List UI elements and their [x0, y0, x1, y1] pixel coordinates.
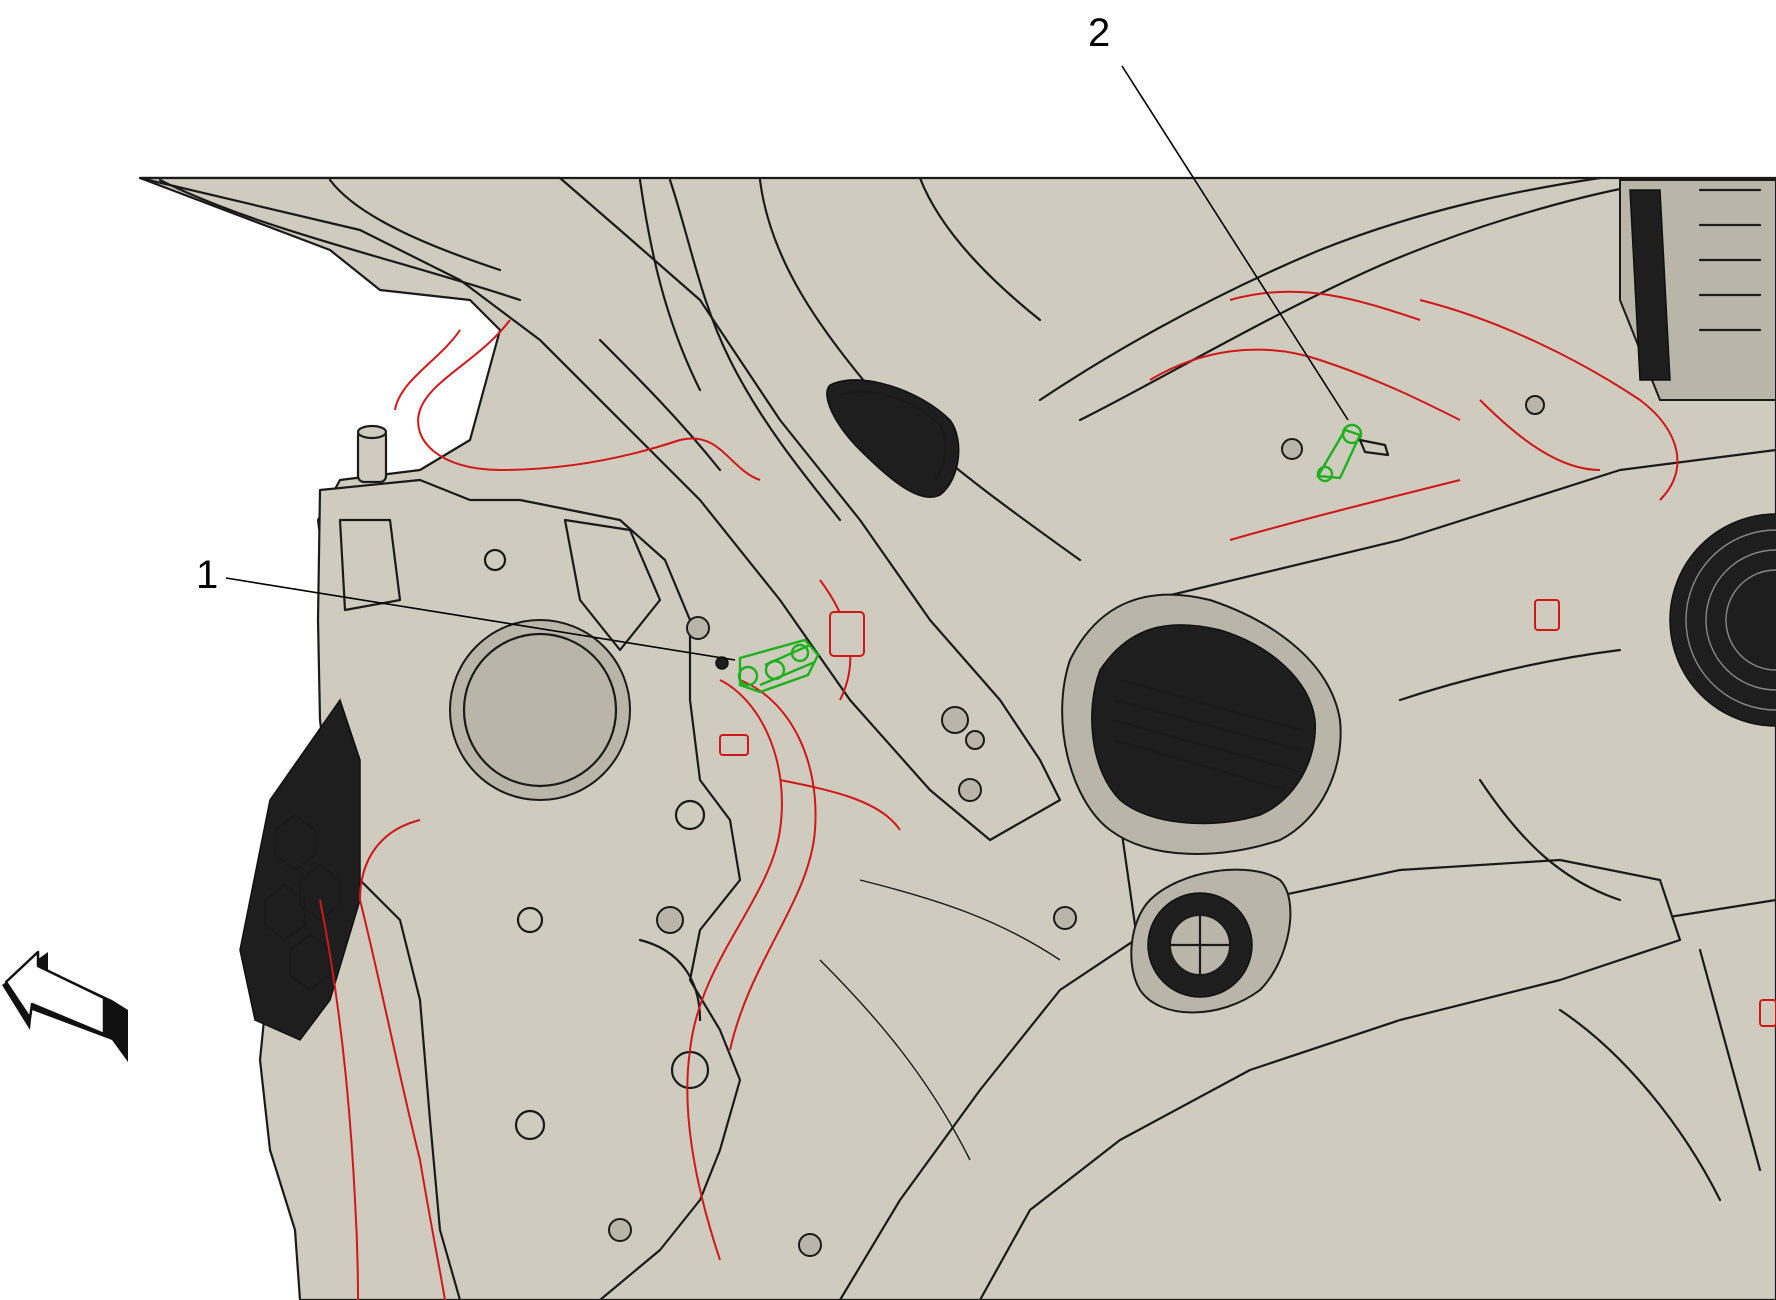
callout-2-leader	[1121, 65, 1349, 421]
callout-1-label: 1	[196, 553, 218, 597]
center-air-vent	[1061, 593, 1342, 855]
upper-right-ducts	[1619, 179, 1776, 401]
highlighted-part-2	[1316, 423, 1390, 483]
view-direction-arrow-icon	[2, 950, 128, 1062]
right-round-vent	[1669, 513, 1776, 727]
mounting-stud	[356, 424, 388, 484]
highlighted-part-1	[715, 638, 820, 694]
left-support-bracket	[316, 478, 742, 1300]
fasteners	[608, 395, 1545, 1257]
callout-1-leader	[225, 577, 736, 661]
callout-2-label: 2	[1088, 11, 1110, 55]
headlamp-switch	[1130, 868, 1292, 1014]
defroster-vent	[826, 379, 960, 498]
wiring-harness	[319, 290, 1776, 1300]
dash-contour-lines	[158, 176, 1762, 1202]
